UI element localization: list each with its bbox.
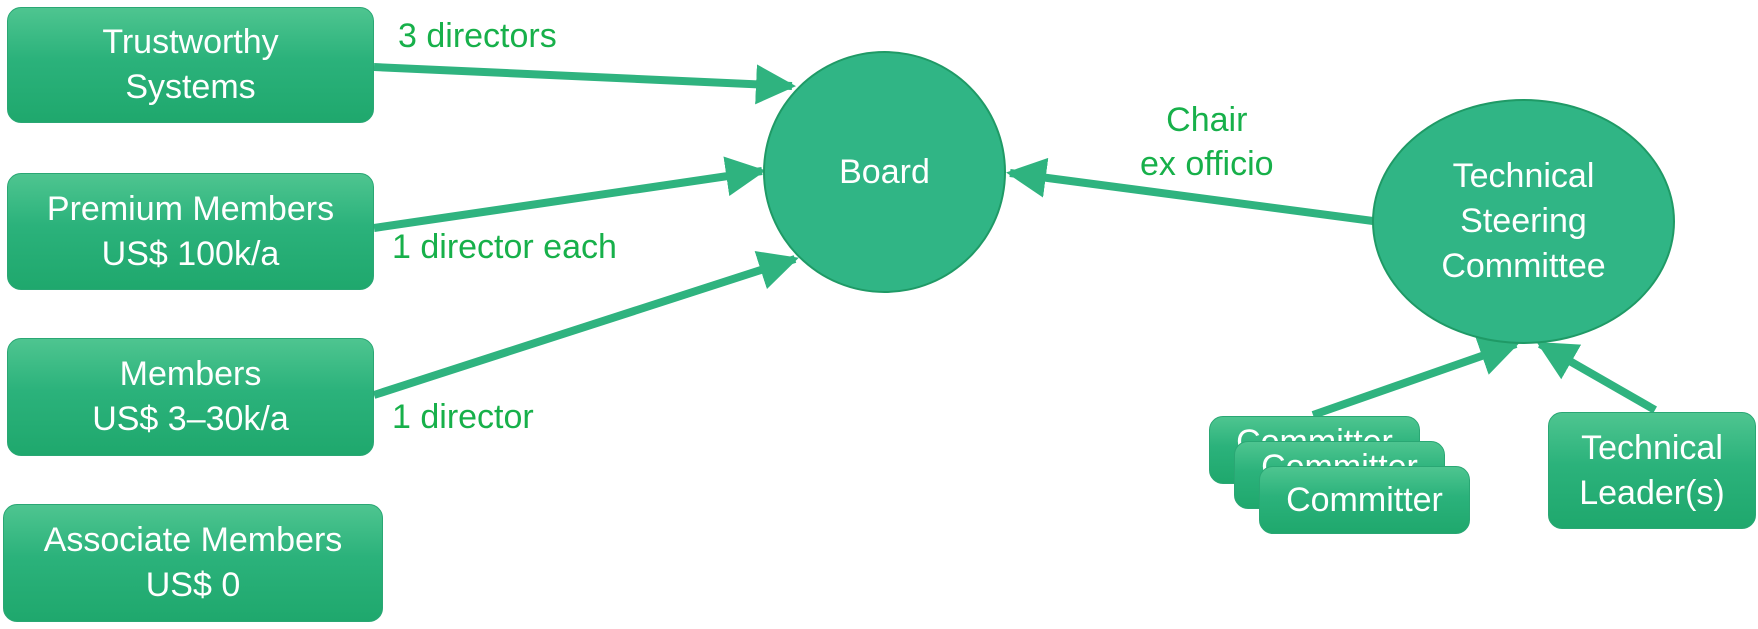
label-chair-line-1: Chair: [1166, 101, 1248, 139]
technical-leaders-box: Technical Leader(s): [1548, 412, 1756, 529]
associate-line-2: US$ 0: [145, 566, 241, 604]
label-1-director: 1 director: [392, 398, 534, 436]
members-line-2: US$ 3–30k/a: [92, 400, 289, 438]
trustworthy-line-1: Trustworthy: [102, 23, 279, 61]
label-chair: Chair ex officio: [1140, 98, 1274, 186]
arrow-committer-to-tsc: [1311, 337, 1520, 419]
tsc-line-1: Technical: [1452, 157, 1595, 195]
leaders-line-2: Leader(s): [1579, 473, 1725, 512]
label-chair-line-2: ex officio: [1140, 145, 1274, 183]
members-line-1: Members: [119, 355, 262, 393]
label-1-director-each: 1 director each: [392, 228, 617, 266]
label-3-directors: 3 directors: [398, 17, 557, 55]
arrow-premium-to-board: [373, 156, 766, 232]
trustworthy-line-2: Systems: [125, 68, 256, 106]
trustworthy-systems-box: Trustworthy Systems: [7, 7, 374, 123]
arrow-tsc-to-board: [1006, 157, 1374, 225]
tsc-ellipse: Technical Steering Committee: [1372, 99, 1675, 344]
committer-label: Committer: [1286, 480, 1443, 519]
arrow-leaders-to-tsc: [1536, 340, 1657, 414]
board-circle: Board: [763, 51, 1006, 293]
arrow-members-to-board: [372, 251, 799, 399]
tsc-line-3: Committee: [1441, 247, 1606, 285]
associate-line-1: Associate Members: [43, 521, 343, 559]
arrow-trustworthy-to-board: [373, 63, 796, 105]
board-label: Board: [839, 152, 930, 191]
leaders-line-1: Technical: [1581, 428, 1723, 467]
members-box: Members US$ 3–30k/a: [7, 338, 374, 456]
premium-line-2: US$ 100k/a: [101, 234, 280, 273]
associate-members-box: Associate Members US$ 0: [3, 504, 383, 622]
tsc-line-2: Steering: [1460, 202, 1587, 240]
premium-line-1: Premium Members: [46, 189, 335, 228]
premium-members-box: Premium Members US$ 100k/a: [7, 173, 374, 290]
committer-box-front: Committer: [1259, 466, 1470, 534]
